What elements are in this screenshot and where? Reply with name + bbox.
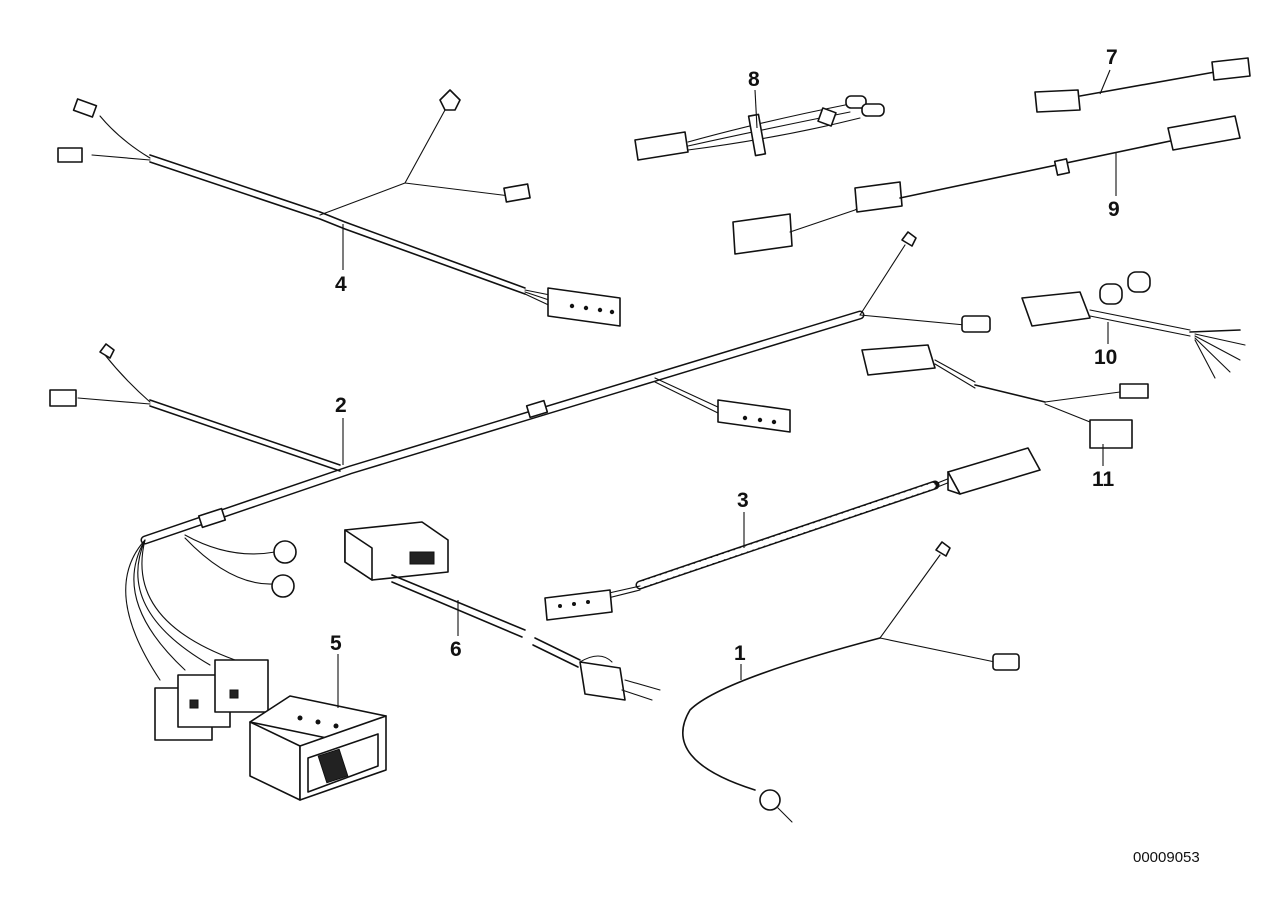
cable-part-11 [861, 344, 1149, 449]
document-id: 00009053 [1133, 849, 1200, 866]
cable-part-6 [344, 521, 661, 701]
cable-part-7 [1034, 57, 1251, 113]
callout-7: 7 [1106, 46, 1118, 69]
callout-2: 2 [335, 394, 347, 417]
cable-part-9 [732, 115, 1241, 255]
callout-3: 3 [737, 489, 749, 512]
callout-9: 9 [1108, 198, 1120, 221]
cable-part-10 [1021, 271, 1246, 379]
callout-6: 6 [450, 638, 462, 661]
callout-4: 4 [335, 273, 347, 296]
callout-1: 1 [734, 642, 746, 665]
cable-part-8 [634, 95, 885, 161]
harness-part-2 [49, 231, 991, 741]
cable-part-3 [544, 447, 1041, 621]
leader-lines [337, 69, 1117, 708]
callout-8: 8 [748, 68, 760, 91]
callout-labels: 4 2 3 5 6 1 7 8 9 10 11 00009053 [330, 46, 1200, 866]
callout-11: 11 [1092, 468, 1115, 491]
callout-10: 10 [1094, 346, 1117, 369]
callout-5: 5 [330, 632, 342, 655]
harness-part-4 [57, 89, 621, 327]
switch-part-5 [249, 695, 387, 801]
cable-part-1 [682, 541, 1020, 823]
